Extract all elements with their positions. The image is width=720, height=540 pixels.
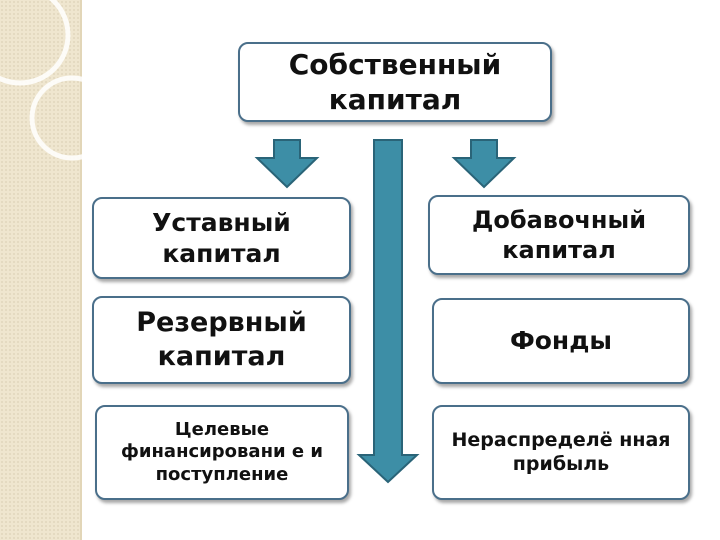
box-funds-label: Фонды <box>509 326 613 356</box>
box-funds: Фонды <box>432 298 690 384</box>
arrow-down-right <box>451 139 517 189</box>
box-additional-capital: Добавочный капитал <box>428 195 690 275</box>
decorative-left-strip <box>0 0 80 540</box>
box-reserve-capital: Резервный капитал <box>92 296 351 384</box>
box-reserve-capital-label: Резервный капитал <box>136 307 307 372</box>
box-charter-capital: Уставный капитал <box>92 197 351 279</box>
box-charter-capital-label: Уставный капитал <box>152 207 291 268</box>
box-retained-earnings-label: Нераспределё нная прибыль <box>451 428 671 475</box>
box-own-capital: Собственный капитал <box>238 42 552 122</box>
decorative-strip-border <box>80 0 82 540</box>
box-targeted-financing: Целевые финансировани е и поступление <box>95 405 349 500</box>
decorative-circle-1 <box>0 0 71 86</box>
decorative-circles <box>0 0 82 161</box>
decorative-circle-2 <box>29 75 82 161</box>
box-own-capital-label: Собственный капитал <box>288 48 502 116</box>
arrow-down-center-long <box>356 139 420 484</box>
arrow-down-left <box>254 139 320 189</box>
box-targeted-financing-label: Целевые финансировани е и поступление <box>121 418 323 485</box>
box-additional-capital-label: Добавочный капитал <box>471 206 647 264</box>
box-retained-earnings: Нераспределё нная прибыль <box>432 405 690 500</box>
